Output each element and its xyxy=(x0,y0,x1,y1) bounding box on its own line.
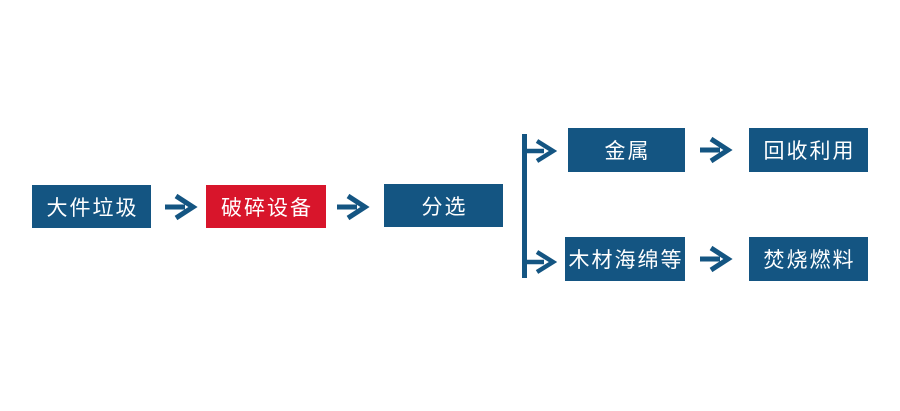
right-arrow-icon xyxy=(335,192,371,222)
node-bulky-waste: 大件垃圾 xyxy=(32,185,151,228)
node-sorting: 分选 xyxy=(384,184,503,227)
node-recycling: 回收利用 xyxy=(749,128,868,172)
right-arrow-icon xyxy=(698,244,734,274)
branch-connector-line xyxy=(522,134,527,278)
node-wood-sponge: 木材海绵等 xyxy=(565,237,685,281)
node-incineration-fuel: 焚烧燃料 xyxy=(749,237,868,281)
right-arrow-icon xyxy=(698,135,734,165)
node-metal: 金属 xyxy=(568,128,685,172)
node-crushing-equipment: 破碎设备 xyxy=(206,185,326,228)
branch-arrow-icon xyxy=(527,248,557,276)
right-arrow-icon xyxy=(163,192,199,222)
branch-arrow-icon xyxy=(527,137,557,165)
